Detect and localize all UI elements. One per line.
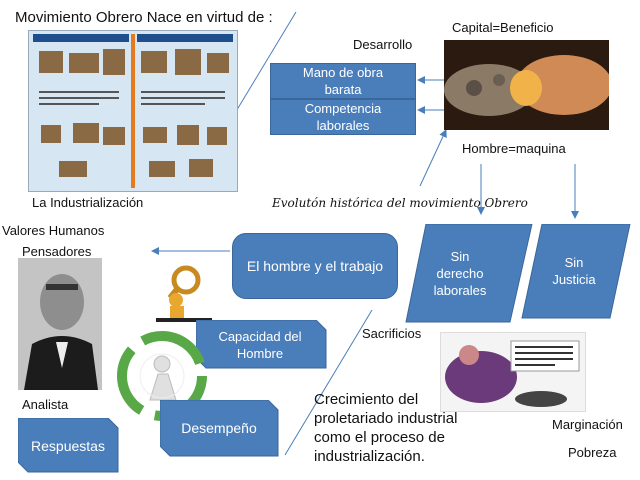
- sin-derecho-text: Sin derecho laborales: [433, 248, 487, 298]
- mano-de-obra-text: Mano de obra barata: [302, 65, 384, 97]
- magnifier-figure-image: [152, 260, 214, 324]
- marginacion-label: Marginación: [552, 417, 623, 432]
- sin-derecho-shape: [405, 224, 533, 323]
- industrialization-image: [28, 30, 238, 192]
- diagonal-line-top: [231, 11, 297, 119]
- left-image-caption: La Industrialización: [32, 195, 144, 210]
- center-title: Evolutón histórica del movimiento Obrero: [272, 196, 528, 210]
- crecimiento-text: Crecimiento del proletariado industrial …: [314, 391, 458, 465]
- hombre-trabajo-text: El hombre y el trabajo: [246, 257, 384, 274]
- diagonal-line-bottom: [284, 309, 373, 456]
- desempeno-text-wrap: Desempeño: [162, 402, 276, 454]
- desempeno-shape: [160, 400, 279, 457]
- mano-de-obra-box: Mano de obra barata: [270, 63, 416, 99]
- hombre-maquina-label: Hombre=maquina: [462, 141, 566, 156]
- competencia-text: Competencia laborales: [304, 101, 382, 133]
- capacidad-text: Capacidad del Hombre: [218, 329, 302, 361]
- respuestas-shape: [18, 418, 119, 473]
- pensadores-label: Pensadores: [22, 244, 92, 259]
- robot-arm-image: [444, 40, 609, 130]
- competencia-box: Competencia laborales: [270, 99, 416, 135]
- hombre-trabajo-box: El hombre y el trabajo: [232, 233, 398, 299]
- valores-humanos-label: Valores Humanos: [2, 223, 105, 238]
- arrow-hombre-maquina-up: [419, 129, 447, 187]
- sin-derecho-text-wrap: Sin derecho laborales: [424, 232, 496, 314]
- pobreza-label: Pobreza: [568, 445, 617, 460]
- desempeno-text: Desempeño: [181, 419, 257, 436]
- thinker-portrait: [18, 258, 102, 390]
- respuestas-text-wrap: Respuestas: [20, 420, 116, 472]
- sacrificios-label: Sacrificios: [362, 326, 422, 341]
- sin-justicia-shape: [521, 224, 631, 319]
- analista-label: Analista: [22, 397, 69, 412]
- page-title: Movimiento Obrero Nace en virtud de :: [15, 9, 273, 26]
- capital-label: Capital=Beneficio: [452, 20, 554, 35]
- sin-justicia-text-wrap: Sin Justicia: [538, 236, 610, 306]
- cartoon-image: [440, 332, 586, 412]
- desarrollo-label: Desarrollo: [353, 37, 413, 52]
- sin-justicia-text: Sin Justicia: [552, 255, 596, 287]
- respuestas-text: Respuestas: [31, 437, 105, 454]
- capacidad-text-wrap: Capacidad del Hombre: [200, 322, 320, 368]
- capacidad-shape: [196, 320, 327, 369]
